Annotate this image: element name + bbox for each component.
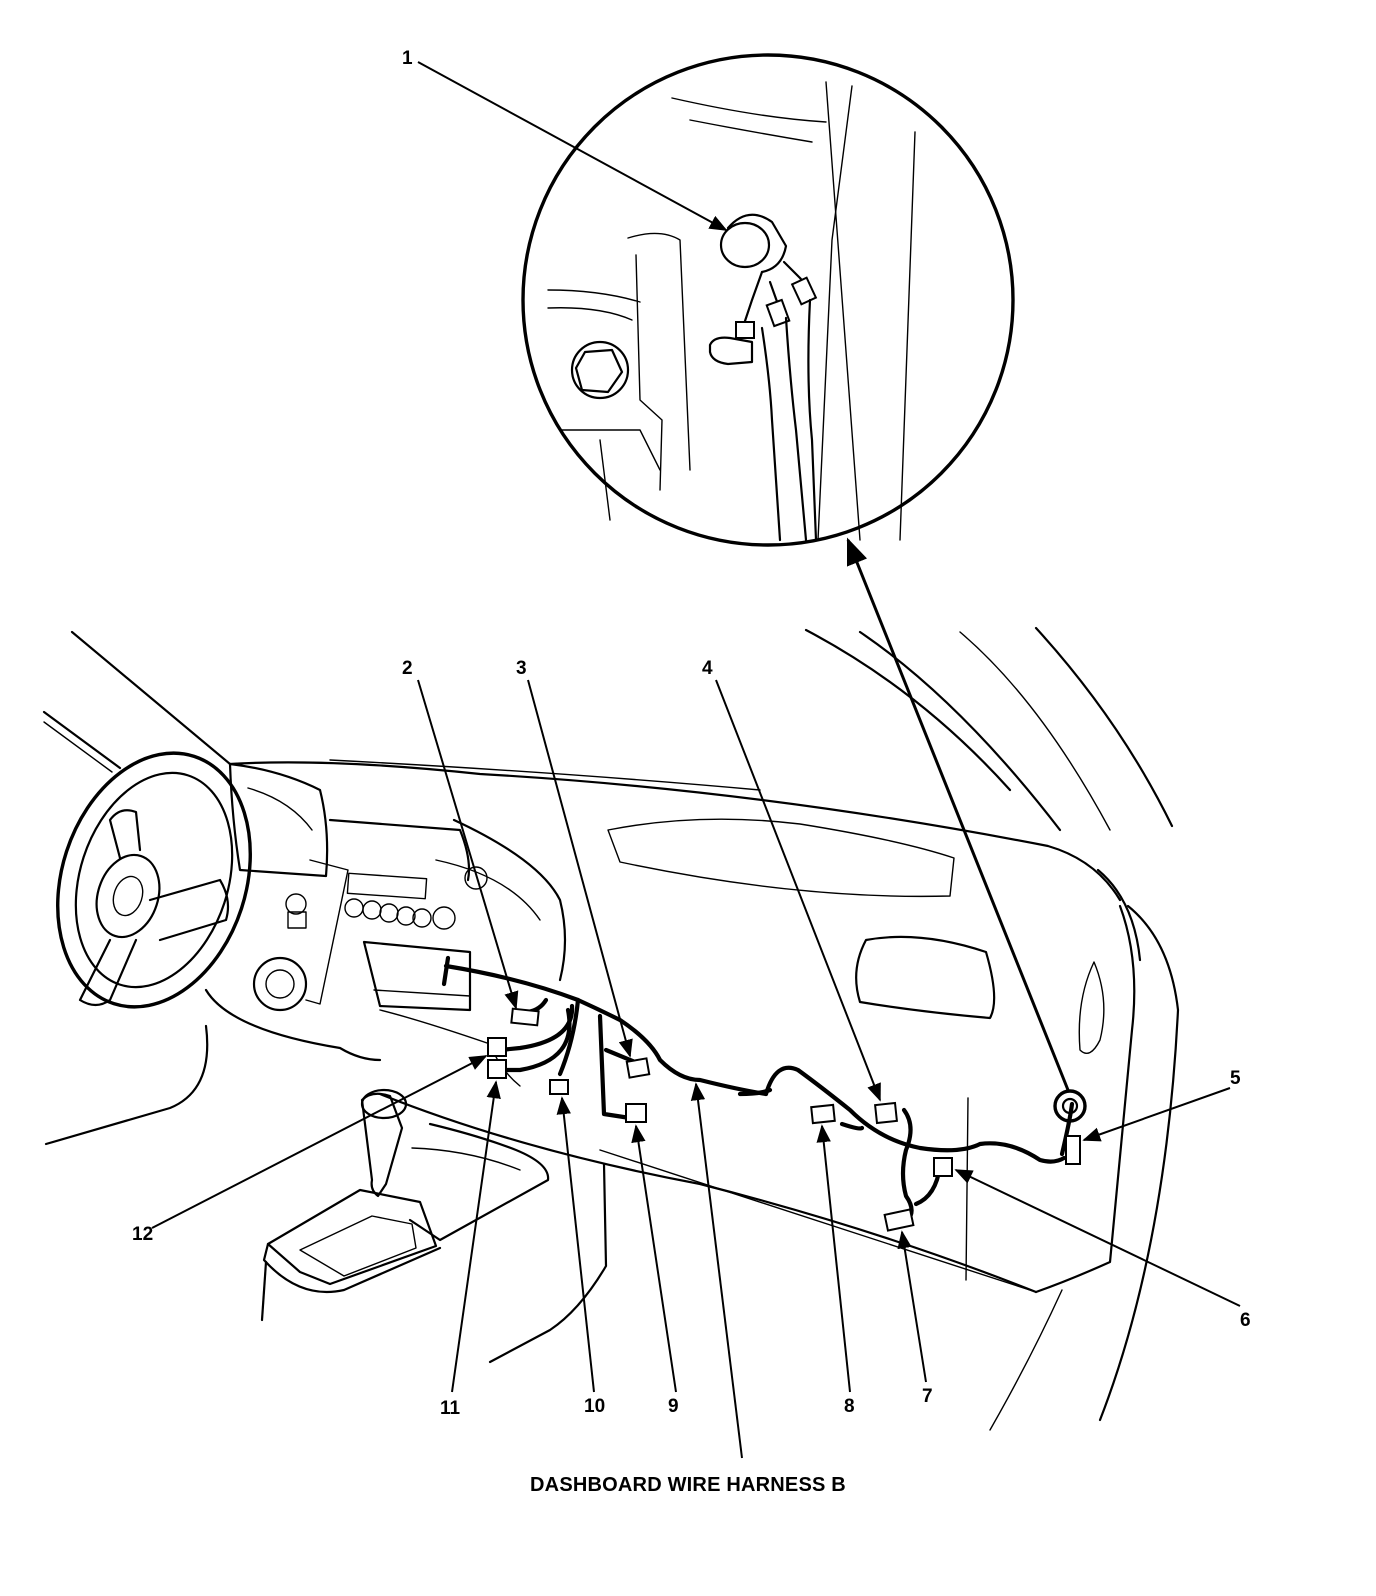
vehicle-interior <box>42 626 1180 1431</box>
callout-3: 3 <box>516 658 527 679</box>
callout-7: 7 <box>922 1386 933 1407</box>
connector-7 <box>883 1208 915 1232</box>
connector-10 <box>549 1079 569 1095</box>
left-vent <box>252 893 308 1012</box>
connector-9 <box>625 1103 647 1123</box>
callout-6: 6 <box>1240 1310 1251 1331</box>
diagram-caption: DASHBOARD WIRE HARNESS B <box>530 1474 846 1496</box>
callout-5: 5 <box>1230 1068 1241 1089</box>
steering-wheel <box>56 751 252 1009</box>
callout-2: 2 <box>402 658 413 679</box>
connector-2 <box>510 1007 540 1027</box>
ground-terminal-detail <box>708 213 818 542</box>
connector-5 <box>1065 1135 1081 1165</box>
connector-6 <box>933 1157 953 1177</box>
callout-4: 4 <box>702 658 713 679</box>
callout-11: 11 <box>440 1398 461 1419</box>
callout-1: 1 <box>402 48 413 69</box>
shift-console <box>260 1088 608 1364</box>
callout-9: 9 <box>668 1396 679 1417</box>
connector-11 <box>487 1059 507 1079</box>
detail-circle <box>521 53 1015 547</box>
callout-labels: 1 2 3 4 5 6 7 8 9 10 11 12 <box>132 48 1251 1419</box>
bolt-detail <box>570 340 630 400</box>
ground-terminal <box>1053 1089 1087 1123</box>
callout-10: 10 <box>584 1396 605 1417</box>
callout-8: 8 <box>844 1396 855 1417</box>
detail-magnifier <box>521 53 1015 547</box>
connector-8 <box>810 1103 836 1125</box>
connector-3 <box>625 1057 651 1079</box>
leader-lines <box>151 61 1241 1459</box>
connector-4 <box>874 1101 898 1125</box>
radio-unit <box>344 866 488 930</box>
wire-harness <box>441 955 1087 1232</box>
connector-12 <box>487 1037 507 1057</box>
callout-12: 12 <box>132 1224 153 1245</box>
